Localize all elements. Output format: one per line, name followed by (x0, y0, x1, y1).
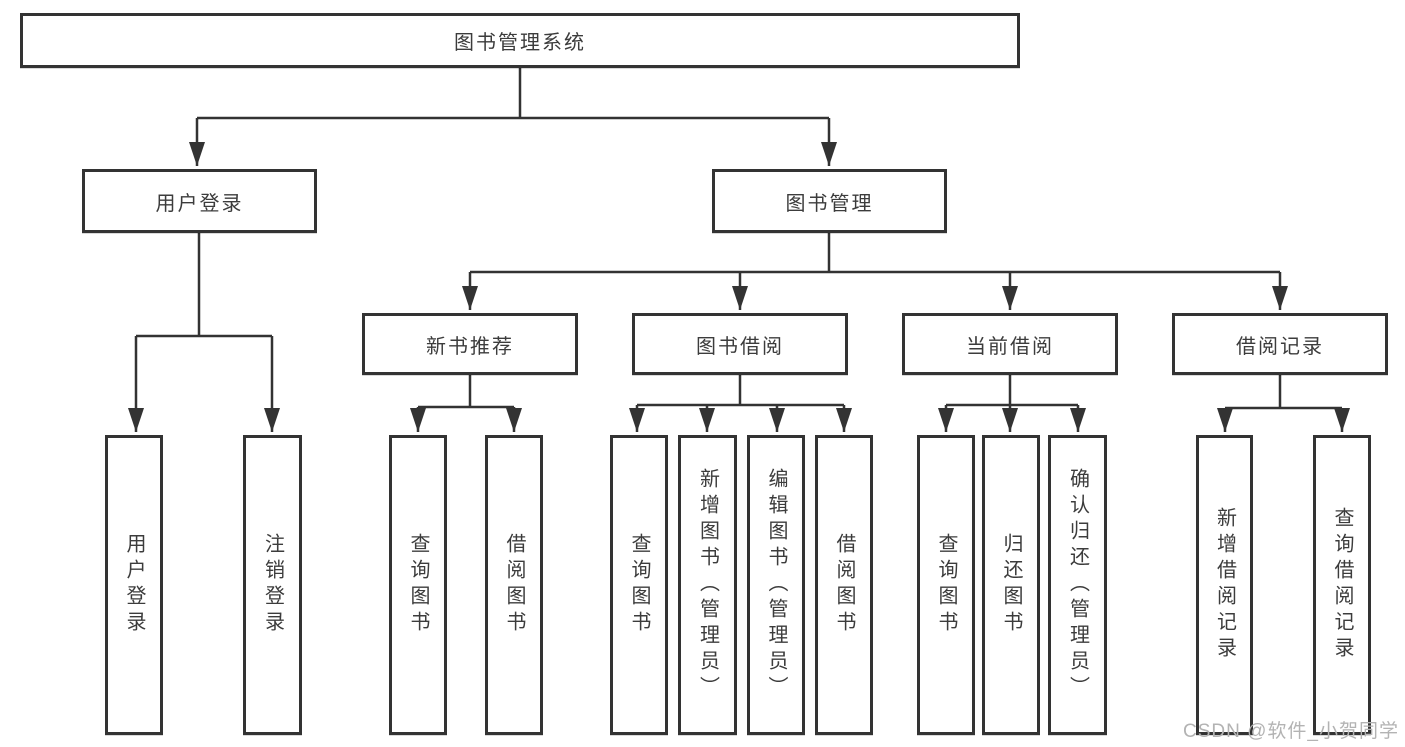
node-user-login-label: 用户登录 (155, 192, 244, 215)
node-root: 图书管理系统 (20, 13, 1020, 68)
leaf-query-books-current-label: 查询图书 (935, 533, 957, 637)
leaf-confirm-return-admin-label: 确认归还（管理员） (1066, 468, 1089, 702)
leaf-edit-book-admin: 编辑图书（管理员） (747, 435, 805, 735)
leaf-query-books-borrow: 查询图书 (610, 435, 668, 735)
leaf-add-book-admin-label: 新增图书（管理员） (696, 468, 719, 702)
node-current-borrow-label: 当前借阅 (966, 335, 1054, 358)
leaf-borrow-books-recommend: 借阅图书 (485, 435, 543, 735)
node-borrow-records: 借阅记录 (1172, 313, 1388, 375)
node-borrow-records-label: 借阅记录 (1236, 335, 1324, 358)
leaf-add-borrow-record-label: 新增借阅记录 (1213, 507, 1236, 663)
node-book-borrow-label: 图书借阅 (696, 335, 784, 358)
leaf-add-book-admin: 新增图书（管理员） (678, 435, 737, 735)
leaf-edit-book-admin-label: 编辑图书（管理员） (765, 468, 787, 702)
leaf-return-book-label: 归还图书 (1000, 533, 1022, 637)
leaf-logout-label: 注销登录 (261, 533, 284, 637)
node-book-management-label: 图书管理 (785, 192, 874, 215)
leaf-add-borrow-record: 新增借阅记录 (1196, 435, 1253, 735)
node-root-label: 图书管理系统 (454, 32, 586, 54)
leaf-logout: 注销登录 (243, 435, 302, 735)
leaf-user-login-label: 用户登录 (123, 533, 145, 637)
node-book-borrow: 图书借阅 (632, 313, 848, 375)
leaf-query-books-recommend: 查询图书 (389, 435, 447, 735)
leaf-return-book: 归还图书 (982, 435, 1040, 735)
leaf-user-login: 用户登录 (105, 435, 163, 735)
node-new-book-recommend: 新书推荐 (362, 313, 578, 375)
leaf-query-borrow-record: 查询借阅记录 (1313, 435, 1371, 735)
leaf-borrow-books-2: 借阅图书 (815, 435, 873, 735)
leaf-query-borrow-record-label: 查询借阅记录 (1331, 507, 1353, 663)
node-book-management: 图书管理 (712, 169, 947, 233)
watermark: CSDN @软件_小贺同学 (1183, 721, 1399, 742)
leaf-query-books-borrow-label: 查询图书 (628, 533, 650, 637)
leaf-query-books-recommend-label: 查询图书 (407, 533, 429, 637)
leaf-confirm-return-admin: 确认归还（管理员） (1048, 435, 1107, 735)
node-user-login: 用户登录 (82, 169, 317, 233)
node-new-book-recommend-label: 新书推荐 (426, 335, 514, 358)
leaf-query-books-current: 查询图书 (917, 435, 975, 735)
leaf-borrow-books-2-label: 借阅图书 (833, 533, 855, 637)
node-current-borrow: 当前借阅 (902, 313, 1118, 375)
leaf-borrow-books-recommend-label: 借阅图书 (503, 533, 525, 637)
